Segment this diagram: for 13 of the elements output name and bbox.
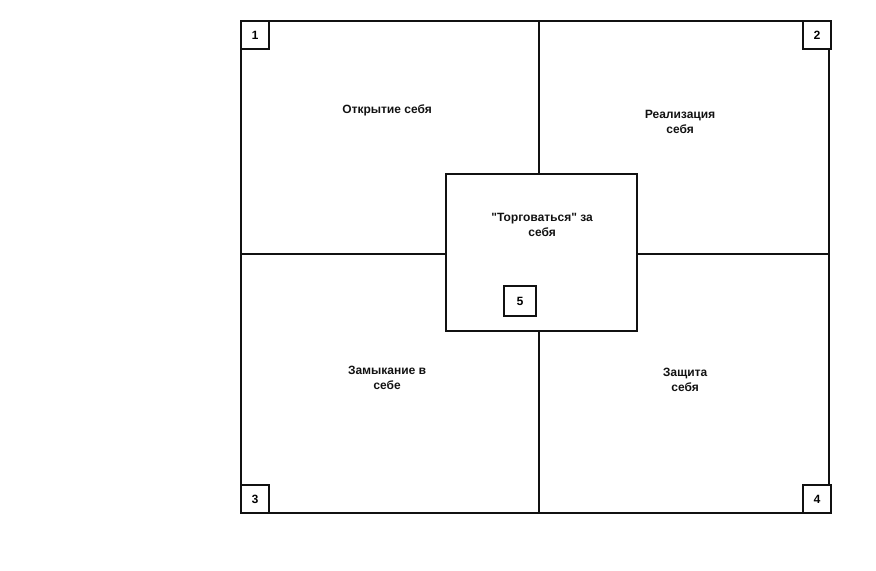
quadrant-title: Открытие себя (341, 102, 433, 117)
quadrant-cell (240, 253, 540, 514)
center-box (445, 173, 638, 332)
quadrant-title: Замыкание в себе (346, 363, 427, 393)
number-label: 1 (240, 20, 270, 50)
number-label: 2 (802, 20, 832, 50)
quadrant-title: "Торговаться" за себя (490, 210, 594, 240)
number-label: 3 (240, 484, 270, 514)
number-label: 5 (503, 285, 537, 317)
quadrant-cell (538, 253, 830, 514)
number-label: 4 (802, 484, 832, 514)
quadrant-title: Защита себя (662, 365, 708, 395)
quadrant-title: Реализация себя (644, 107, 716, 137)
